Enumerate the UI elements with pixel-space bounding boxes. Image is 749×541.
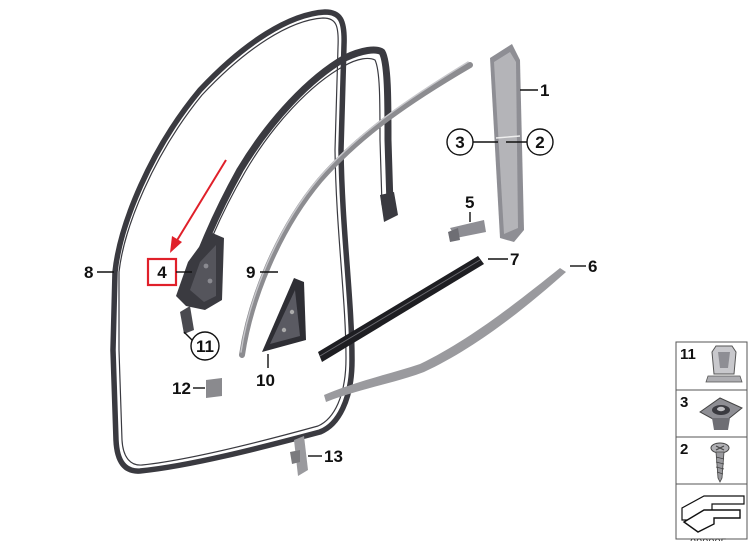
svg-text:4: 4	[157, 263, 167, 282]
svg-text:5: 5	[465, 193, 474, 212]
svg-text:3: 3	[680, 394, 688, 411]
callout-9: 9	[246, 263, 278, 282]
grommet-icon	[699, 397, 743, 430]
highlight-arrow	[170, 159, 227, 253]
screw-icon	[710, 442, 730, 483]
svg-text:2: 2	[680, 441, 688, 458]
legend-item-grommet: 3	[680, 394, 743, 430]
small-bracket	[448, 220, 486, 242]
door-seal-outer	[110, 9, 355, 474]
callout-11: 11	[183, 331, 220, 361]
callout-13: 13	[308, 447, 343, 466]
legend-item-clip: 11	[680, 345, 743, 383]
svg-text:10: 10	[256, 371, 275, 390]
legend-item-screw: 2	[680, 441, 730, 483]
callout-7: 7	[488, 250, 519, 269]
svg-text:7: 7	[510, 250, 519, 269]
doc-number: 000005	[690, 537, 727, 541]
small-clip	[290, 436, 308, 476]
svg-text:8: 8	[84, 263, 93, 282]
callout-8: 8	[84, 263, 114, 282]
callout-5: 5	[465, 193, 474, 222]
svg-text:12: 12	[172, 379, 191, 398]
b-pillar-trim	[490, 44, 524, 242]
svg-text:3: 3	[455, 133, 464, 152]
window-guide-strip	[239, 61, 473, 358]
svg-text:2: 2	[535, 133, 544, 152]
clip-icon	[705, 345, 743, 383]
window-shaft-seal-black	[318, 256, 484, 362]
svg-text:9: 9	[246, 263, 255, 282]
svg-text:13: 13	[324, 447, 343, 466]
callout-4-highlighted: 4	[146, 257, 192, 287]
small-pad	[206, 378, 222, 398]
door-frame-seal	[176, 46, 398, 334]
window-shaft-strip-grey	[324, 268, 566, 402]
svg-text:11: 11	[680, 346, 696, 363]
callout-3: 3	[446, 128, 498, 156]
callout-10: 10	[256, 354, 275, 390]
callout-2: 2	[506, 128, 554, 156]
mirror-triangle-cover	[262, 278, 306, 352]
svg-text:1: 1	[540, 81, 549, 100]
callout-12: 12	[172, 379, 205, 398]
svg-text:11: 11	[196, 337, 214, 356]
legend-panel: 11 3 2	[675, 341, 748, 540]
callout-6: 6	[570, 257, 597, 276]
svg-text:6: 6	[588, 257, 597, 276]
direction-arrow-icon	[681, 495, 745, 533]
callout-1: 1	[520, 81, 549, 100]
